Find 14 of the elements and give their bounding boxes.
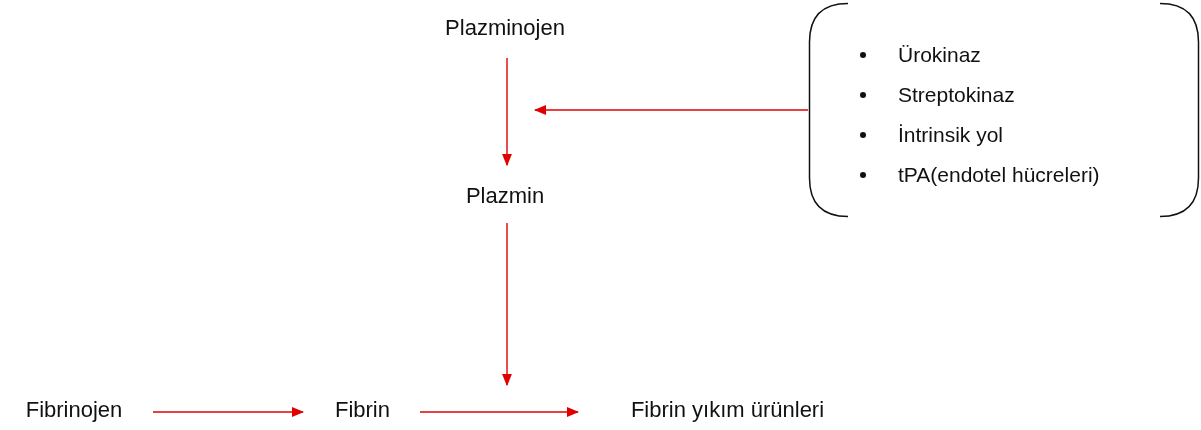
process-label: Plazmin (405, 183, 605, 211)
arrow (533, 104, 809, 116)
list-item: Streptokinaz (856, 82, 1015, 108)
process-label: Fibrin (315, 397, 410, 425)
arrow (501, 222, 513, 387)
arrow (501, 57, 513, 167)
process-label: Fibrinojen (5, 397, 143, 425)
list-item: Ürokinaz (856, 42, 981, 68)
arrow (152, 406, 305, 418)
list-item: İntrinsik yol (856, 122, 1004, 148)
process-label: Fibrin yıkım ürünleri (590, 397, 865, 425)
arrow (419, 406, 580, 418)
list-item: tPA(endotel hücreleri) (856, 162, 1100, 188)
process-label: Plazminojen (405, 15, 605, 43)
